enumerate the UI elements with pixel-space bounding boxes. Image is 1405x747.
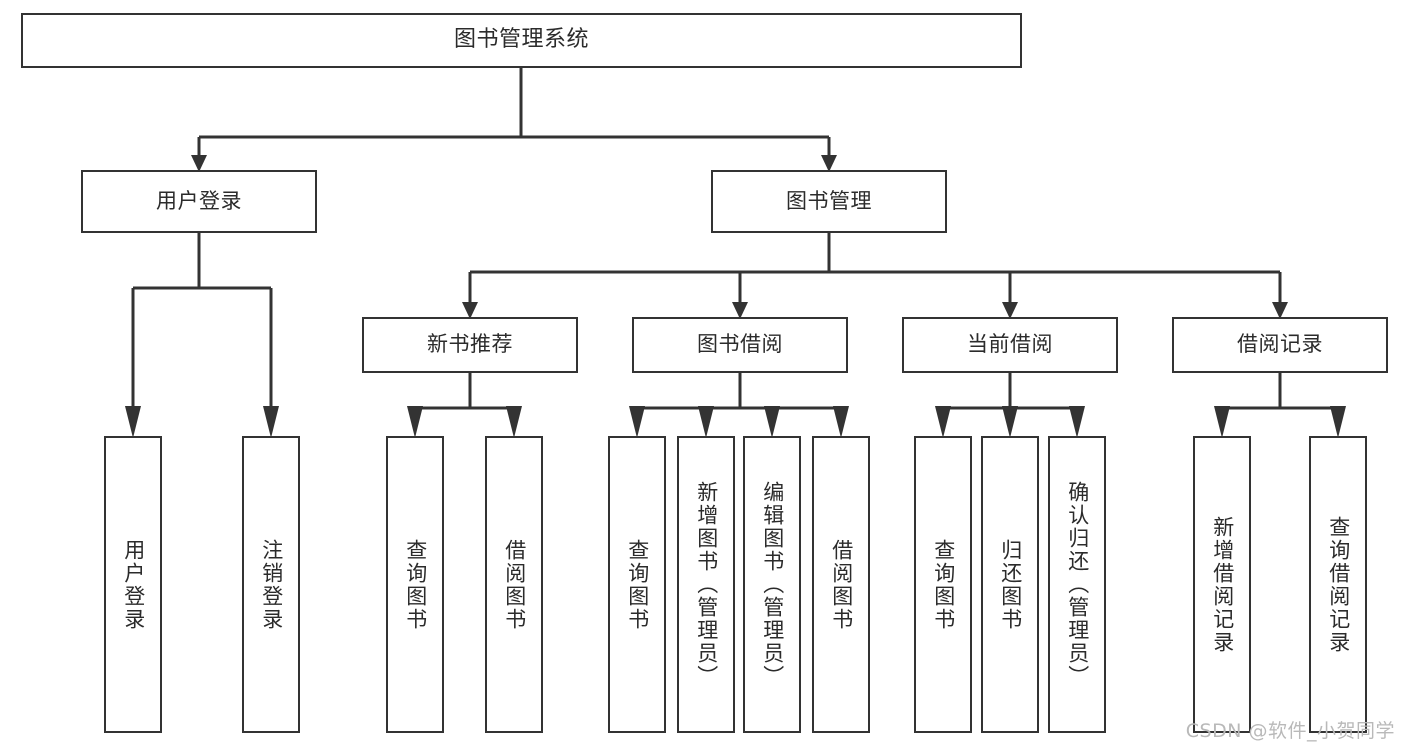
leaf-query-book-3[interactable]: 查询图书: [914, 436, 972, 733]
leaf-add-record[interactable]: 新增借阅记录: [1193, 436, 1251, 733]
leaf-query-record[interactable]: 查询借阅记录: [1309, 436, 1367, 733]
node-label: 图书管理系统: [453, 27, 589, 53]
node-label: 用户登录: [156, 188, 242, 213]
leaf-label: 查询图书: [403, 538, 428, 631]
leaf-add-book[interactable]: 新增图书（管理员）: [677, 436, 735, 733]
leaf-label: 借阅图书: [829, 538, 854, 631]
node-book-borrow[interactable]: 图书借阅: [632, 317, 848, 373]
node-label: 图书管理: [786, 188, 872, 213]
leaf-confirm-return[interactable]: 确认归还（管理员）: [1048, 436, 1106, 733]
leaf-query-book-1[interactable]: 查询图书: [386, 436, 444, 733]
leaf-label: 查询图书: [625, 538, 650, 631]
node-book-management[interactable]: 图书管理: [711, 170, 947, 233]
leaf-user-login[interactable]: 用户登录: [104, 436, 162, 733]
leaf-borrow-book-2[interactable]: 借阅图书: [812, 436, 870, 733]
leaf-label: 新增图书（管理员）: [694, 481, 719, 688]
leaf-label: 借阅图书: [502, 538, 527, 631]
leaf-label: 编辑图书（管理员）: [760, 481, 785, 688]
node-user-login[interactable]: 用户登录: [81, 170, 317, 233]
leaf-label: 注销登录: [259, 538, 284, 631]
node-new-book-recommend[interactable]: 新书推荐: [362, 317, 578, 373]
leaf-edit-book[interactable]: 编辑图书（管理员）: [743, 436, 801, 733]
node-label: 图书借阅: [697, 332, 783, 357]
node-label: 借阅记录: [1237, 332, 1323, 357]
leaf-label: 查询借阅记录: [1326, 515, 1351, 654]
leaf-return-book[interactable]: 归还图书: [981, 436, 1039, 733]
watermark-text: CSDN @软件_小贺同学: [1185, 720, 1395, 742]
node-borrow-record[interactable]: 借阅记录: [1172, 317, 1388, 373]
node-label: 当前借阅: [967, 332, 1053, 357]
leaf-label: 归还图书: [998, 538, 1023, 631]
leaf-label: 查询图书: [931, 538, 956, 631]
leaf-logout[interactable]: 注销登录: [242, 436, 300, 733]
node-label: 新书推荐: [427, 332, 513, 357]
leaf-label: 确认归还（管理员）: [1065, 481, 1090, 688]
leaf-label: 用户登录: [121, 538, 146, 631]
leaf-borrow-book-1[interactable]: 借阅图书: [485, 436, 543, 733]
leaf-label: 新增借阅记录: [1210, 515, 1235, 654]
node-current-borrow[interactable]: 当前借阅: [902, 317, 1118, 373]
node-book-management-system[interactable]: 图书管理系统: [21, 13, 1022, 68]
leaf-query-book-2[interactable]: 查询图书: [608, 436, 666, 733]
